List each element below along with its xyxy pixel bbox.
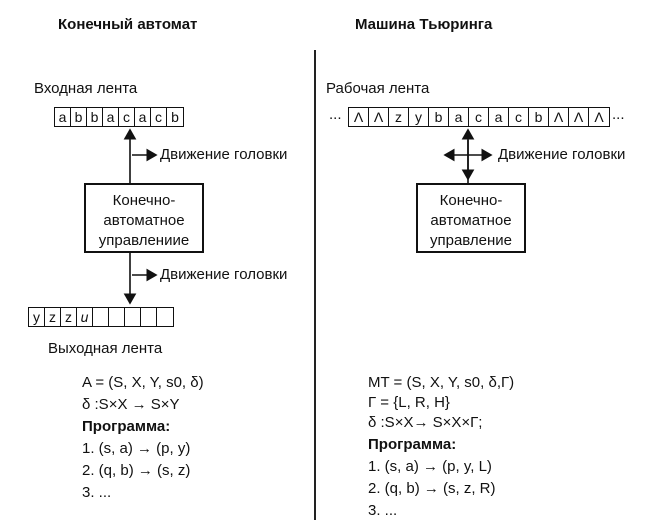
work-tape-cell: a	[449, 108, 469, 126]
fsm-title: Конечный автомат	[58, 16, 198, 33]
work-tape-cell: Λ	[549, 108, 569, 126]
tm-title: Машина Тьюринга	[355, 16, 493, 33]
work-tape-cell: y	[409, 108, 429, 126]
fsm-definition: A = (S, X, Y, s0, δ) δ :S×X → S×Y Програ…	[82, 372, 204, 504]
tape-prefix-ellipsis: ...	[329, 106, 342, 123]
tm-definition: MT = (S, X, Y, s0, δ,Г) Г = {L, R, H} δ …	[368, 372, 514, 522]
fsm-def-line: A = (S, X, Y, s0, δ)	[82, 374, 204, 391]
input-tape-cell: b	[71, 108, 87, 126]
fsm-program-line: 1. (s, a) → (p, y)	[82, 440, 191, 457]
head-motion-label-top: Движение головки	[160, 146, 288, 163]
input-tape-cell: a	[135, 108, 151, 126]
head-motion-label-bottom: Движение головки	[160, 266, 288, 283]
input-tape: a b b a c a c b	[54, 107, 184, 127]
fsm-program-line: 3. ...	[82, 484, 112, 501]
output-tape: y z z u	[28, 307, 174, 327]
column-divider	[314, 50, 316, 520]
output-tape-cell	[125, 308, 141, 326]
control-line: автоматное	[430, 212, 512, 229]
fsm-program-line: 2. (q, b) → (s, z)	[82, 462, 191, 479]
fsm-program-title: Программа:	[82, 418, 171, 435]
tm-program-line: 3. ...	[368, 502, 398, 519]
work-tape-cell: Λ	[569, 108, 589, 126]
work-tape-cell: Λ	[369, 108, 389, 126]
output-tape-cell: z	[61, 308, 77, 326]
control-line: Конечно-	[112, 192, 176, 209]
tm-def-line: Г = {L, R, H}	[368, 394, 450, 411]
input-tape-cell: a	[103, 108, 119, 126]
work-tape-cell: b	[429, 108, 449, 126]
output-tape-cell	[109, 308, 125, 326]
output-tape-cell	[141, 308, 157, 326]
tape-suffix-ellipsis: ...	[612, 106, 625, 123]
tm-program-line: 1. (s, a) → (p, y, L)	[368, 458, 492, 475]
output-tape-cell: y	[29, 308, 45, 326]
input-tape-cell: c	[151, 108, 167, 126]
work-tape-label: Рабочая лента	[326, 80, 430, 97]
output-tape-cell: u	[77, 308, 93, 326]
output-tape-label: Выходная лента	[48, 340, 163, 357]
tm-def-line: MT = (S, X, Y, s0, δ,Г)	[368, 374, 515, 391]
work-tape-cell: c	[469, 108, 489, 126]
work-tape-cell: b	[529, 108, 549, 126]
tm-program-title: Программа:	[368, 436, 457, 453]
work-tape-cell: a	[489, 108, 509, 126]
work-tape: Λ Λ z y b a c a c b Λ Λ Λ	[348, 107, 610, 127]
fsm-control-box: Конечно- автоматное управлениие	[84, 183, 204, 253]
work-tape-cell: z	[389, 108, 409, 126]
work-tape-cell: Λ	[594, 109, 604, 125]
control-line: автоматное	[103, 212, 185, 229]
tm-program-line: 2. (q, b) → (s, z, R)	[368, 480, 496, 497]
work-tape-cell: c	[509, 108, 529, 126]
tm-head-motion-label: Движение головки	[498, 146, 626, 163]
fsm-def-line: δ :S×X → S×Y	[82, 396, 180, 413]
output-tape-cell: z	[45, 308, 61, 326]
output-tape-cell	[93, 308, 109, 326]
input-tape-label: Входная лента	[34, 80, 138, 97]
input-tape-cell: a	[55, 108, 71, 126]
tm-control-box: Конечно- автоматное управление	[416, 183, 526, 253]
input-tape-cell: c	[119, 108, 135, 126]
control-line: управление	[429, 232, 513, 249]
control-line: управлениие	[98, 232, 190, 249]
control-line: Конечно-	[439, 192, 503, 209]
work-tape-cell: Λ	[349, 108, 369, 126]
input-tape-cell: b	[87, 108, 103, 126]
input-tape-cell: b	[171, 109, 179, 125]
tm-def-line: δ :S×X→ S×X×Г;	[368, 414, 483, 431]
